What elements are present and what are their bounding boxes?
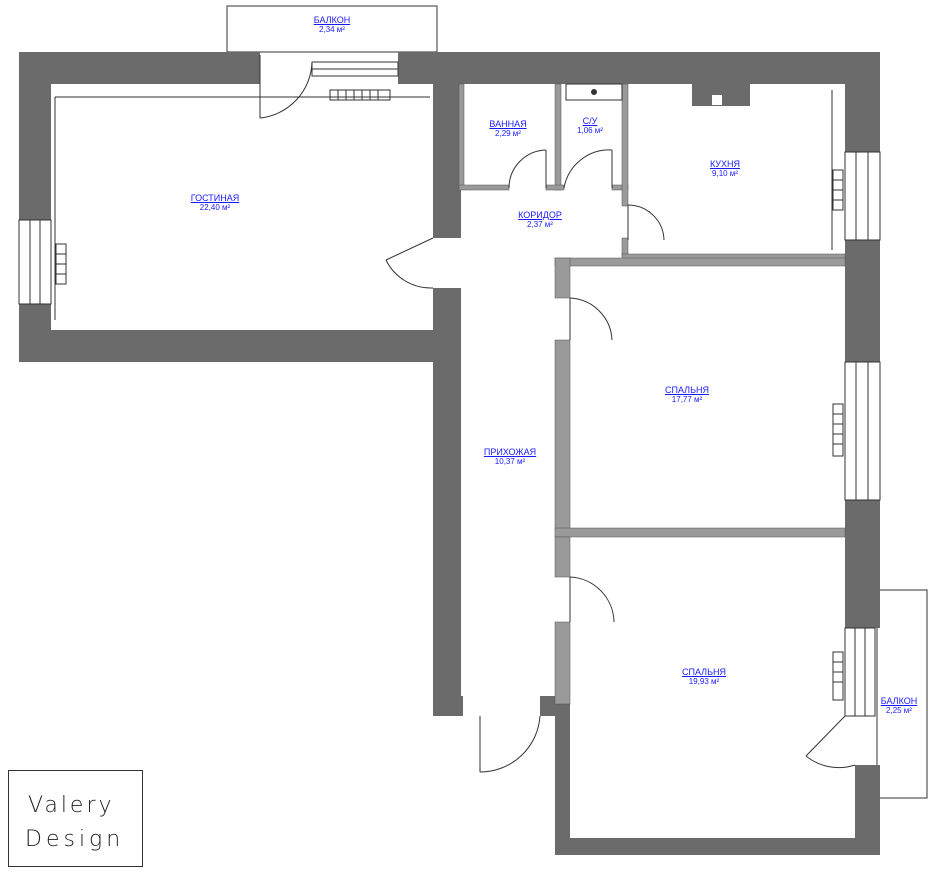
room-name: ВАННАЯ	[489, 119, 527, 129]
room-area: 17,77 м²	[671, 395, 703, 405]
room-label-living: ГОСТИНАЯ 22,40 м²	[180, 193, 250, 213]
room-name: БАЛКОН	[313, 15, 351, 25]
room-name: С/У	[582, 116, 598, 126]
room-area: 2,29 м²	[495, 129, 521, 139]
room-label-balcony-right: БАЛКОН 2,25 м²	[868, 696, 930, 716]
room-area: 2,34 м²	[319, 25, 345, 35]
room-area: 10,37 м²	[494, 457, 526, 467]
kitchen-fixtures	[565, 83, 750, 106]
balcony-top-outline	[226, 5, 438, 53]
room-label-kitchen: КУХНЯ 9,10 м²	[690, 159, 760, 179]
room-area: 2,37 м²	[527, 220, 553, 230]
room-area: 1,06 м²	[577, 126, 603, 136]
room-area: 2,25 м²	[886, 706, 912, 716]
room-name: БАЛКОН	[880, 696, 918, 706]
room-area: 22,40 м²	[199, 203, 231, 213]
room-label-corridor: КОРИДОР 2,37 м²	[505, 210, 575, 230]
perimeter-lines	[54, 90, 833, 320]
room-label-balcony-top: БАЛКОН 2,34 м²	[302, 15, 362, 35]
interior-partitions	[458, 83, 846, 705]
doors	[259, 55, 856, 773]
room-name: СПАЛЬНЯ	[665, 385, 709, 395]
room-name: КОРИДОР	[518, 210, 562, 220]
room-area: 19,93 м²	[688, 677, 720, 687]
logo-line-1: Valery	[28, 793, 115, 818]
logo-line-2: Design	[25, 827, 125, 852]
room-label-bathroom: ВАННАЯ 2,29 м²	[478, 119, 538, 139]
windows	[18, 61, 881, 717]
room-name: ПРИХОЖАЯ	[483, 447, 537, 457]
room-name: КУХНЯ	[709, 159, 741, 169]
room-label-hallway: ПРИХОЖАЯ 10,37 м²	[475, 447, 545, 467]
balcony-right-outline	[876, 589, 928, 799]
room-name: ГОСТИНАЯ	[190, 193, 240, 203]
radiators	[55, 89, 844, 701]
brand-logo: Valery Design	[8, 770, 143, 867]
room-name: СПАЛЬНЯ	[682, 667, 726, 677]
room-area: 9,10 м²	[712, 169, 738, 179]
room-label-toilet: С/У 1,06 м²	[560, 116, 620, 136]
exterior-walls	[19, 52, 880, 855]
room-label-bedroom-2: СПАЛЬНЯ 19,93 м²	[669, 667, 739, 687]
room-label-bedroom-1: СПАЛЬНЯ 17,77 м²	[652, 385, 722, 405]
